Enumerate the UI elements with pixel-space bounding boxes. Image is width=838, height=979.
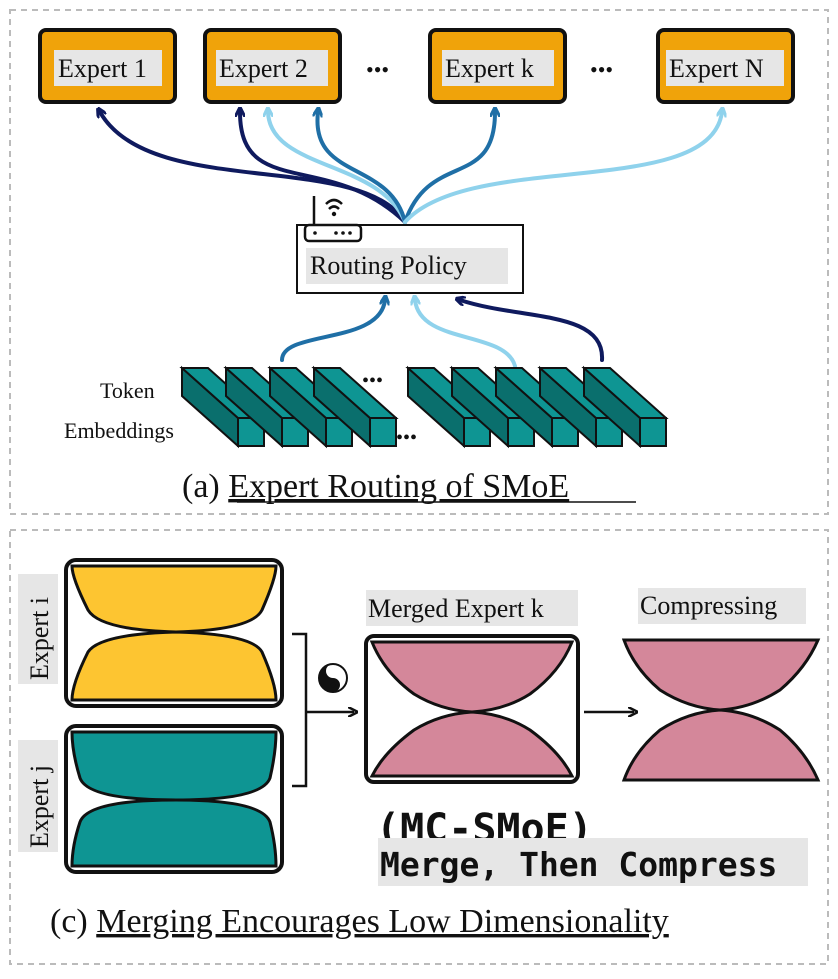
panel-c-caption-title: Merging Encourages Low Dimensionality (96, 903, 669, 940)
panel-c-caption-prefix: (c) (50, 903, 96, 940)
expert-2-index: 2 (295, 54, 308, 83)
merged-expert-index: k (531, 594, 544, 623)
ellipsis-1: ••• (366, 57, 389, 82)
panel-c-frame (9, 529, 829, 965)
expert-j-label: Expert j (25, 765, 54, 848)
expert-box-k: Expert k (428, 28, 567, 104)
expert-k-label: Expert (445, 54, 515, 83)
expert-box-1: Expert 1 (38, 28, 177, 104)
panel-c-caption: (c) Merging Encourages Low Dimensionalit… (50, 903, 669, 940)
merged-expert-label-text: Merged Expert (368, 594, 525, 623)
expert-box-2: Expert 2 (203, 28, 342, 104)
token-ellipsis-bottom: ••• (396, 427, 417, 449)
routing-policy-box: Routing Policy (296, 224, 524, 294)
svg-text:Expert N: Expert N (669, 54, 764, 83)
merged-expert-weight (364, 634, 580, 784)
router-icon (303, 196, 363, 243)
panel-a-caption-prefix: (a) (182, 468, 228, 505)
token-label-line1: Token (100, 378, 155, 403)
svg-text:Expert 1: Expert 1 (58, 54, 147, 83)
panel-a-caption: (a) Expert Routing of SMoE (182, 468, 569, 505)
expert-2-label: Expert (219, 54, 289, 83)
routing-arrows (100, 112, 722, 224)
compressing-label: Compressing (640, 591, 777, 620)
expert-box-n: Expert N (656, 28, 795, 104)
expert-1-index: 1 (134, 54, 147, 83)
routing-policy-label: Routing Policy (310, 251, 467, 280)
compressed-expert-weight (621, 638, 821, 782)
expert-k-index: k (521, 54, 534, 83)
merge-bracket (292, 632, 354, 788)
expert-n-label: Expert (669, 54, 739, 83)
expert-1-label: Expert (58, 54, 128, 83)
token-label-line2: Embeddings (64, 418, 174, 443)
merged-expert-label: Merged Expert k (368, 594, 544, 623)
svg-text:Expert 2: Expert 2 (219, 54, 308, 83)
token-embedding (311, 365, 399, 449)
svg-text:Expert k: Expert k (445, 54, 534, 83)
merge-yin-yang-icon (318, 663, 348, 693)
expert-j-weight (64, 724, 284, 874)
expert-i-weight (64, 558, 284, 708)
token-arrows (280, 300, 605, 368)
method-tagline: Merge, Then Compress (380, 845, 777, 884)
ellipsis-2: ••• (590, 57, 613, 82)
token-ellipsis-top: ••• (362, 370, 383, 392)
panel-a-frame (9, 9, 829, 515)
token-embeddings (179, 365, 669, 449)
expert-n-index: N (745, 54, 764, 83)
panel-a-caption-title: Expert Routing of SMoE (228, 468, 569, 505)
token-embedding (581, 365, 669, 449)
expert-i-label: Expert i (25, 597, 54, 680)
